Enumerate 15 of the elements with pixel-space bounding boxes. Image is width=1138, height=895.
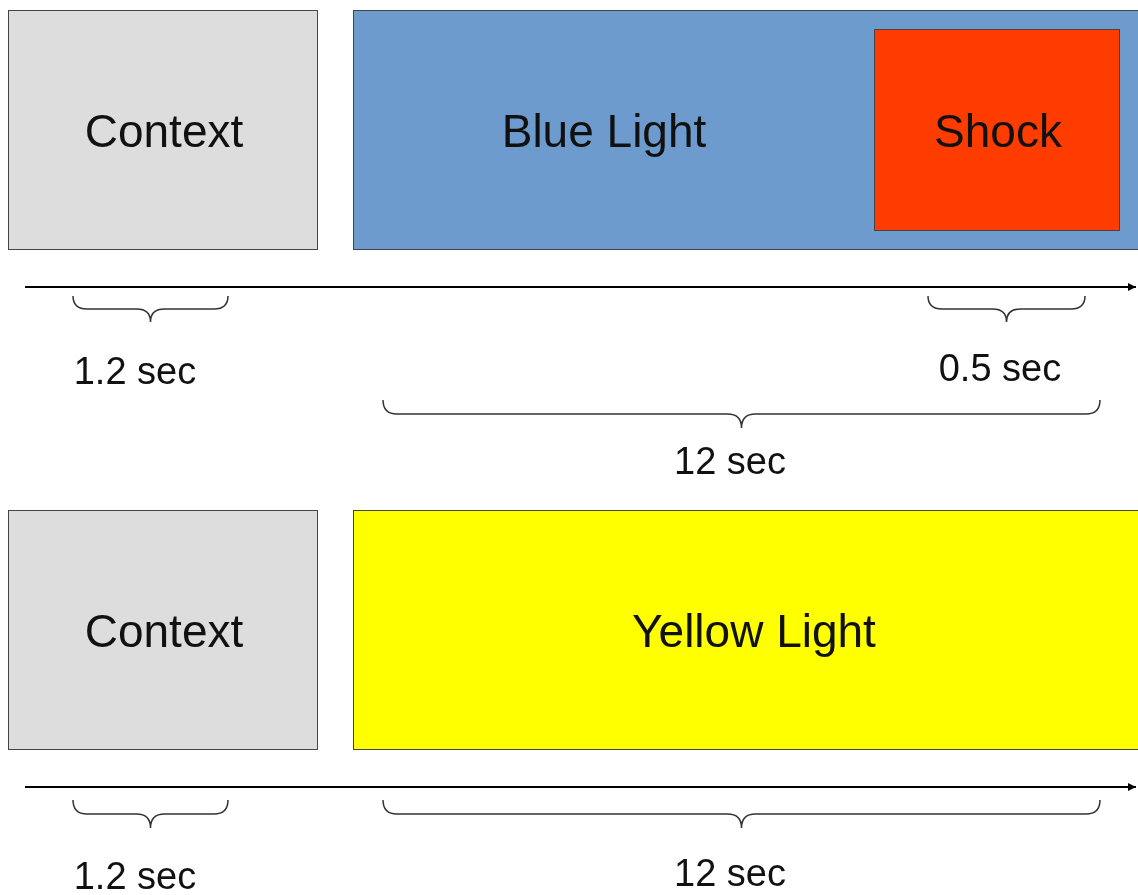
box-label: Context (84, 104, 244, 158)
duration-label: 12 sec (674, 851, 786, 895)
context-box (8, 510, 318, 750)
stimulus-bar (353, 10, 1138, 250)
stimulus-bar (353, 510, 1138, 750)
duration-label: 1.2 sec (73, 854, 197, 895)
box-label: Yellow Light (632, 604, 876, 658)
duration-label: 12 sec (674, 439, 786, 483)
box-label: Shock (934, 104, 1062, 158)
duration-label: 0.5 sec (938, 346, 1062, 390)
box-label: Blue Light (501, 104, 707, 158)
context-box (8, 10, 318, 250)
shock-box (874, 29, 1120, 231)
box-label: Context (84, 604, 244, 658)
duration-label: 1.2 sec (73, 349, 197, 393)
